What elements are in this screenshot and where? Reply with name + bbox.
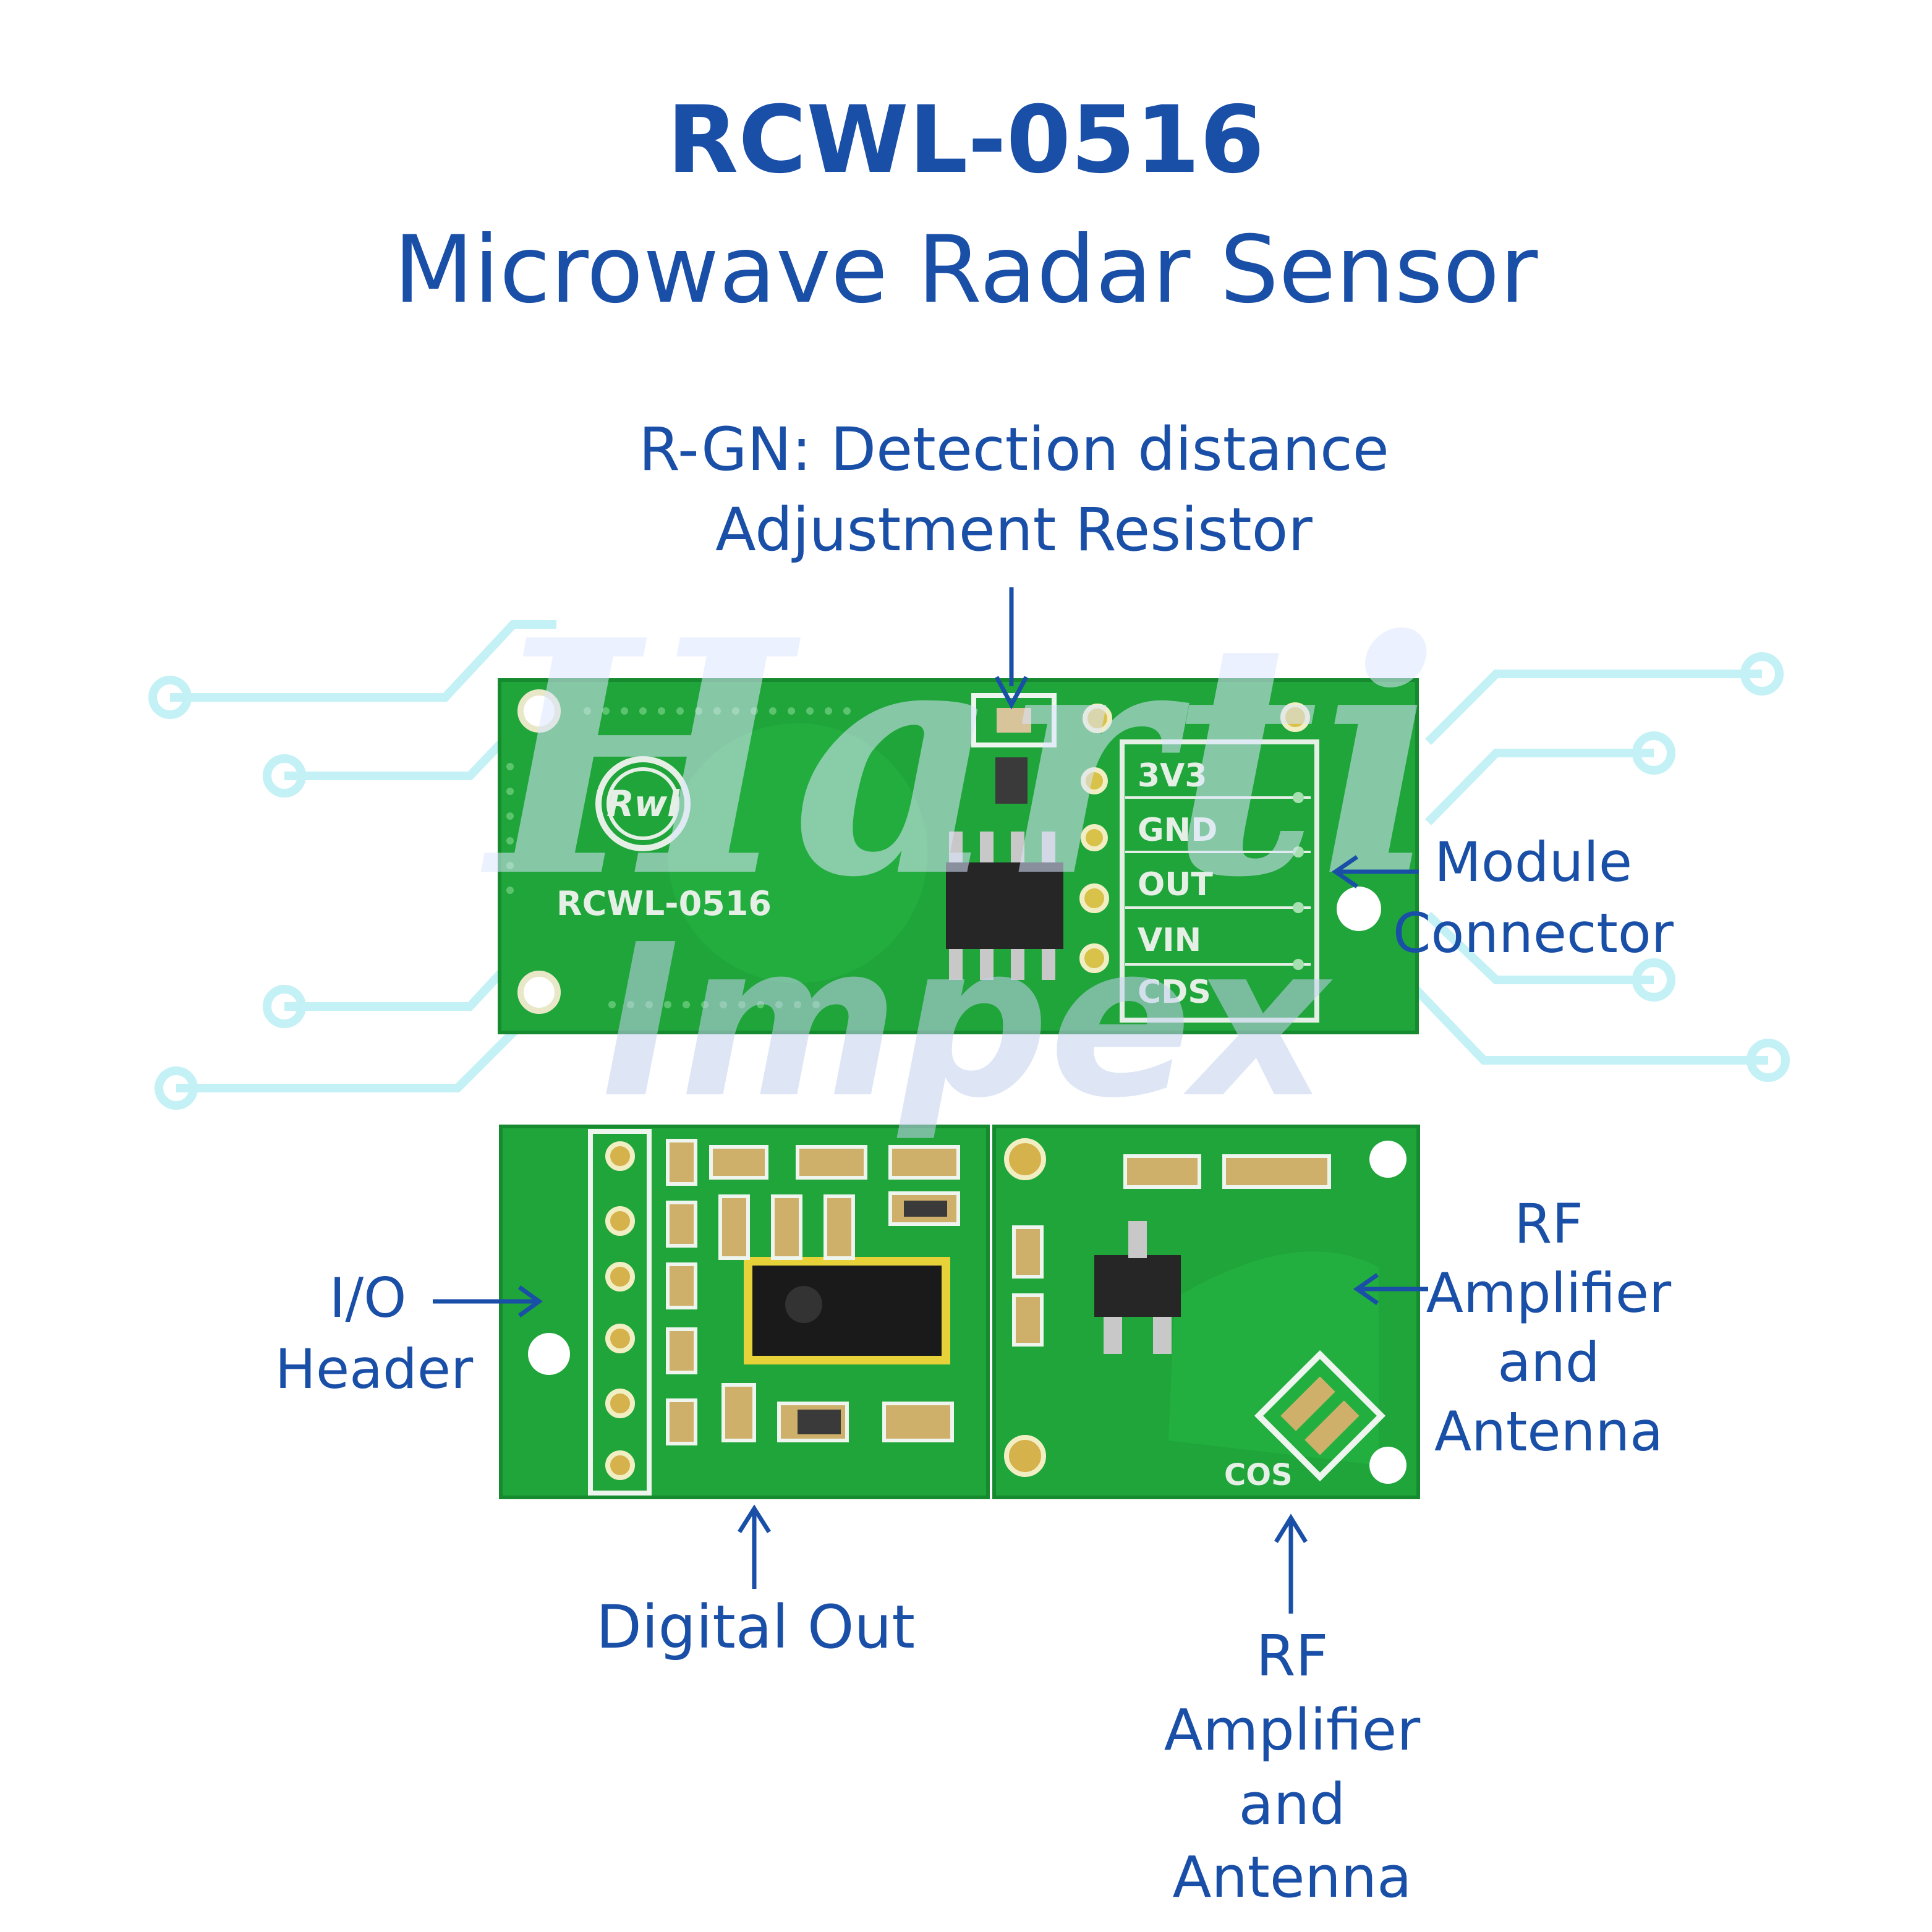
- callout-rf-right-line4: Antenna: [1434, 1400, 1663, 1463]
- rcwl-logo: Rwl: [595, 756, 691, 851]
- sensor-chip: [744, 1257, 950, 1364]
- pcb-bottom-left-view: [499, 1125, 990, 1499]
- page-title: RCWL-0516: [667, 87, 1264, 194]
- page-subtitle: Microwave Radar Sensor: [394, 216, 1538, 324]
- callout-rf-bottom-line1: RF: [1256, 1623, 1329, 1689]
- callout-io-header: I/O Header: [275, 1266, 543, 1401]
- callout-digital-out: Digital Out: [596, 1504, 915, 1662]
- callout-rf-bottom-line2: Amplifier: [1164, 1697, 1421, 1763]
- pin-label-cds: CDS: [1138, 974, 1211, 1011]
- callout-rgn-line2: Adjustment Resistor: [715, 495, 1313, 564]
- callout-rf-bottom-line4: Antenna: [1173, 1844, 1412, 1910]
- callout-module-line2: Connector: [1393, 901, 1674, 965]
- callout-io-line1: I/O: [330, 1266, 407, 1330]
- logo-text: Rwl: [606, 783, 680, 825]
- pin-label-vin: VIN: [1138, 922, 1201, 959]
- callout-rgn: R-GN: Detection distance Adjustment Resi…: [639, 415, 1389, 710]
- watermark: Harti Impex: [479, 570, 1440, 1144]
- cos-component: [1254, 1350, 1386, 1482]
- callout-rf-right-line2: Amplifier: [1426, 1261, 1672, 1325]
- watermark-line1: Harti: [479, 570, 1440, 948]
- watermark-line2: Impex: [602, 900, 1333, 1144]
- callout-module-line1: Module: [1434, 830, 1632, 894]
- transistor: [1094, 1221, 1181, 1354]
- pcb-bottom-right-view: COS: [992, 1125, 1420, 1499]
- callout-rf-bottom-line3: and: [1238, 1771, 1345, 1837]
- callout-rgn-line1: R-GN: Detection distance: [639, 415, 1389, 484]
- pin-label-out: OUT: [1138, 866, 1213, 903]
- pin-label-gnd: GND: [1138, 812, 1217, 849]
- cos-silk-label: COS: [1224, 1458, 1293, 1492]
- pcb-top-view: Rwl RCWL-0516: [498, 678, 1419, 1034]
- board-model-label: RCWL-0516: [556, 884, 772, 923]
- callout-digital-out-label: Digital Out: [596, 1593, 915, 1662]
- callout-rf-right-line3: and: [1497, 1330, 1600, 1394]
- callout-module-connector: Module Connector: [1331, 830, 1674, 965]
- callout-rf-right: RF Amplifier and Antenna: [1353, 1192, 1672, 1463]
- callout-rf-right-line1: RF: [1514, 1192, 1583, 1256]
- ic-chip: [946, 832, 1063, 980]
- connector-outline: [1120, 739, 1319, 1023]
- pin-label-3v3: 3V3: [1138, 757, 1207, 794]
- callout-rf-bottom: RF Amplifier and Antenna: [1164, 1513, 1421, 1910]
- callout-io-line2: Header: [275, 1337, 474, 1401]
